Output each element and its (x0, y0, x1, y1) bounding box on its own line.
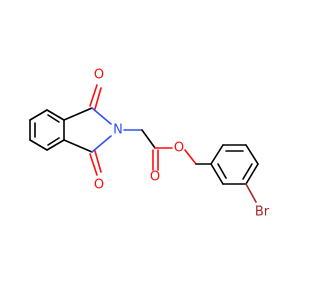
imide-ring (63, 84, 112, 176)
acetate-linker (123, 129, 212, 171)
phthalimide-benzene-ring (29, 109, 65, 151)
ester-oxygen-label: O (174, 141, 184, 156)
bromophenyl-ring (210, 144, 259, 203)
oxygen-top-label: O (94, 68, 104, 83)
oxygen-bottom-label: O (94, 178, 104, 193)
nitrogen-label: N (113, 123, 123, 138)
molecule-structure: O O N O O Br (29, 68, 270, 220)
bromine-label: Br (255, 205, 270, 220)
atom-labels: O O N O O Br (94, 68, 270, 220)
carbonyl-oxygen-label: O (150, 170, 160, 185)
